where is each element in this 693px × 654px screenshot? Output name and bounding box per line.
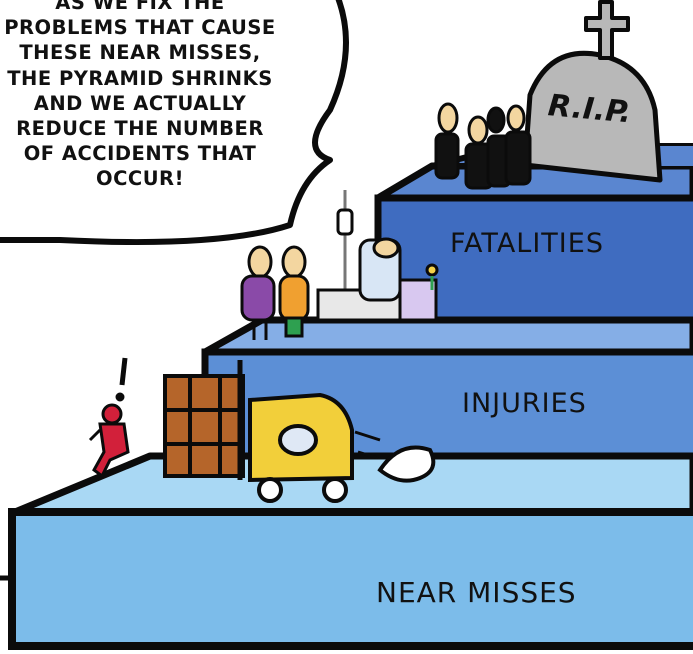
speech-bubble-text: AS WE FIX THE PROBLEMS THAT CAUSE THESE … xyxy=(0,0,320,192)
mourners xyxy=(434,102,532,190)
bubble-line: AND WE ACTUALLY xyxy=(33,91,247,115)
bubble-line: OF ACCIDENTS THAT xyxy=(23,142,257,166)
bubble-line: OCCUR! xyxy=(96,167,184,191)
bubble-line: REDUCE THE NUMBER xyxy=(16,117,264,141)
speech-bubble xyxy=(0,0,349,246)
tombstone: R.I.P. xyxy=(522,0,663,183)
bubble-line: PROBLEMS THAT CAUSE xyxy=(4,16,276,40)
bubble-line: AS WE FIX THE xyxy=(55,0,225,14)
hospital-bed xyxy=(316,190,439,322)
injuries-label: INJURIES xyxy=(462,388,587,419)
tier-near-misses xyxy=(8,452,693,650)
near-misses-label: NEAR MISSES xyxy=(376,576,577,609)
bubble-line: THE PYRAMID SHRINKS xyxy=(7,66,273,90)
forklift xyxy=(163,360,436,503)
visitors xyxy=(240,245,310,340)
tombstone-rip-text: R.I.P. xyxy=(547,88,633,130)
fatalities-label: FATALITIES xyxy=(450,228,604,259)
bubble-line: THESE NEAR MISSES, xyxy=(19,41,261,65)
running-worker xyxy=(88,357,130,479)
